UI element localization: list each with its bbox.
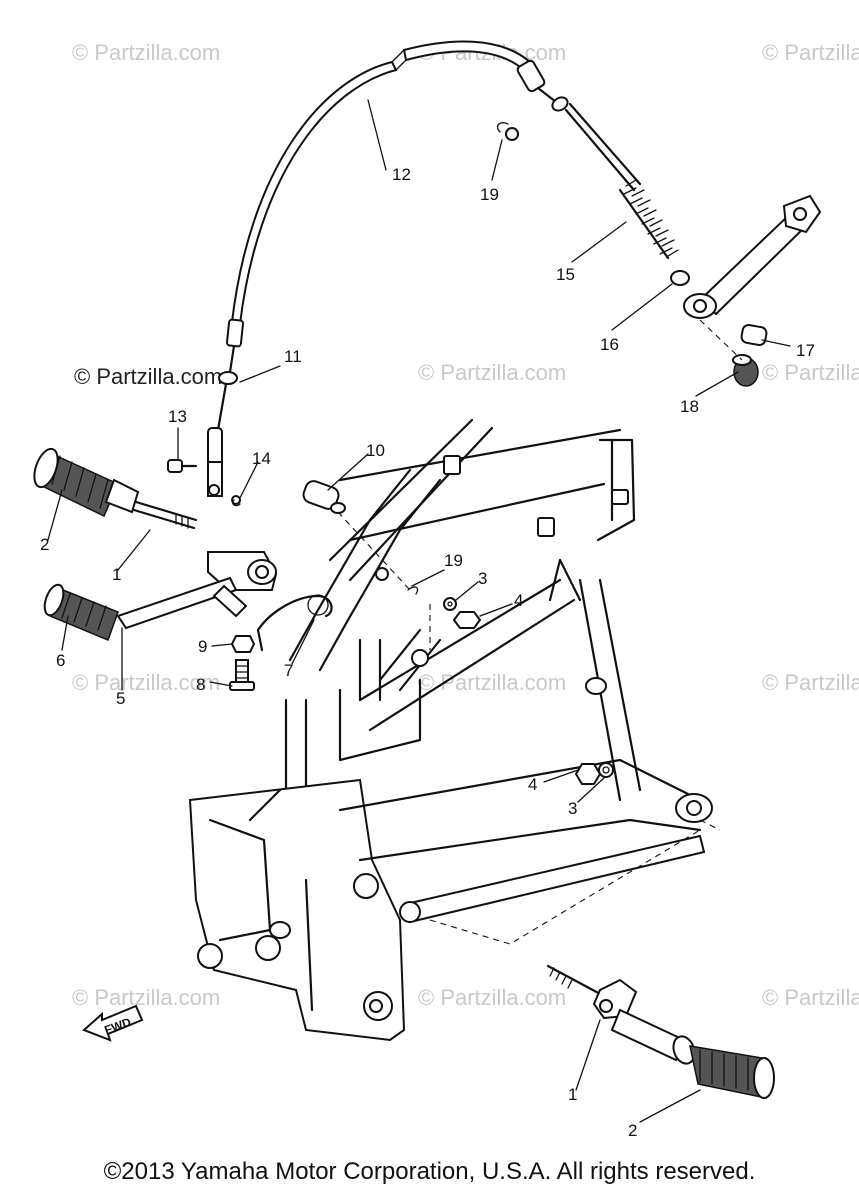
callout-13: 13 [168,407,187,426]
watermark: © Partzilla [762,40,859,65]
brake-cable [207,40,642,497]
spring-and-adjuster [505,127,690,286]
watermarks: © Partzilla.com © Partzilla.com © Partzi… [72,40,859,1010]
callout-2: 2 [40,535,49,554]
watermark: © Partzilla.com [72,985,220,1010]
callout-16: 16 [600,335,619,354]
watermark: © Partzilla.com [72,40,220,65]
watermark: © Partzilla [762,360,859,385]
watermark: © Partzilla.com [72,670,220,695]
right-footrest [429,829,775,1099]
callout-18: 18 [680,397,699,416]
watermark: © Partzilla.com [418,670,566,695]
callout-1: 1 [112,565,121,584]
callout-19: 19 [480,185,499,204]
watermark: © Partzilla [762,670,859,695]
callout-9: 9 [198,637,207,656]
callout-3: 3 [478,569,487,588]
callouts: 12 19 15 16 17 18 11 13 14 10 2 1 6 5 7 … [40,165,815,1140]
callout-3b: 3 [568,799,577,818]
callout-17: 17 [796,341,815,360]
callout-leaders [47,99,791,1123]
callout-15: 15 [556,265,575,284]
frame [188,418,721,1042]
callout-11: 11 [284,347,302,366]
copyright-notice: ©2013 Yamaha Motor Corporation, U.S.A. A… [103,1158,756,1185]
callout-2b: 2 [628,1121,637,1140]
fwd-arrow: FWD [82,1004,144,1042]
callout-7: 7 [284,661,293,680]
callout-4b: 4 [528,775,537,794]
watermark: © Partzilla.com [418,360,566,385]
callout-14: 14 [252,449,271,468]
callout-4: 4 [514,591,523,610]
watermark: © Partzilla.com [418,985,566,1010]
callout-5: 5 [116,689,125,708]
brake-arm [683,194,822,387]
callout-1b: 1 [568,1085,577,1104]
callout-19b: 19 [444,551,463,570]
watermark: © Partzilla [762,985,859,1010]
watermark-dark: © Partzilla.com [74,364,222,389]
left-footrest-pedal [33,447,333,691]
callout-8: 8 [196,675,205,694]
callout-10: 10 [366,441,385,460]
callout-12: 12 [392,165,411,184]
callout-6: 6 [56,651,65,670]
